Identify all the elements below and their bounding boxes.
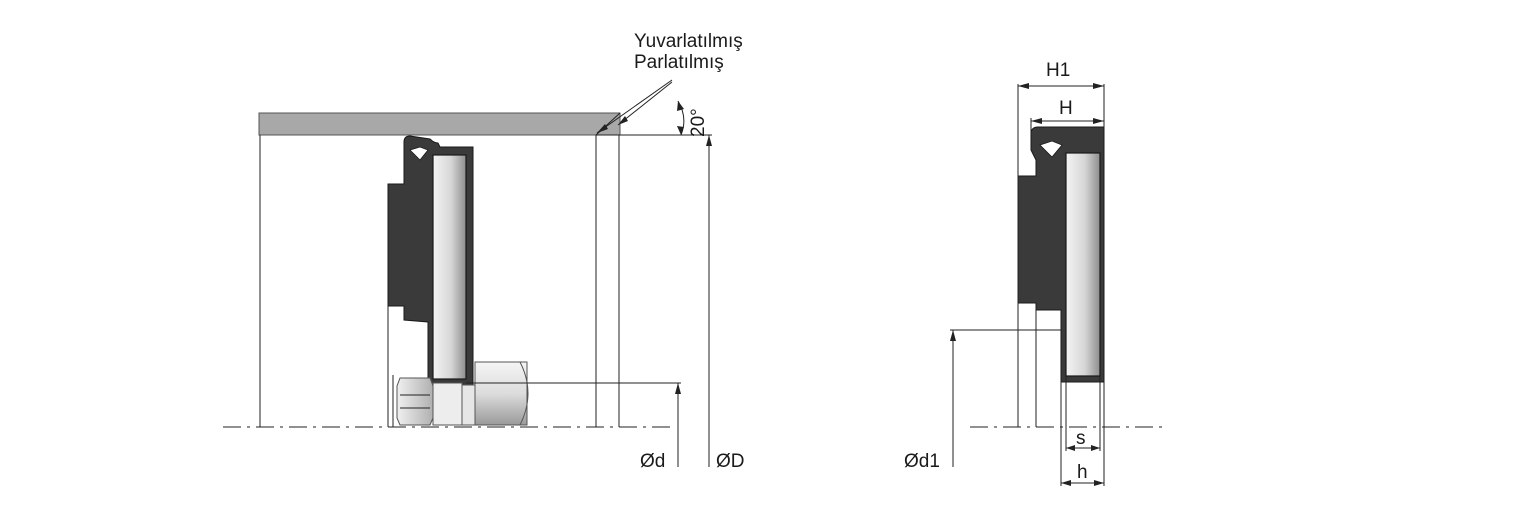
H-arrow-right [1093,118,1104,124]
seal-detail-view: H1 H Ød1 s h [904,60,1162,486]
dim-d-label: Ød [640,451,665,472]
seal-lip-notch [409,146,429,161]
leader-arrow-1 [597,124,608,133]
H1-arrow-right [1093,83,1104,89]
D-arrow [706,135,712,146]
d-arrow [675,383,681,394]
d1-arrow [950,330,956,341]
nut [396,377,434,426]
H-arrow-left [1031,118,1042,124]
dim-d1-label: Ød1 [904,451,940,472]
dim-D-label: ØD [716,451,745,472]
washer [432,382,463,426]
dim-s-label: s [1076,428,1086,449]
note-line-2: Parlatılmış [634,52,724,73]
h-arrow-left [1061,480,1071,486]
detail-lip-notch [1039,140,1063,158]
detail-metal-insert [1065,152,1101,377]
shaft-collar [461,384,476,426]
h-arrow-right [1094,480,1104,486]
shaft-cut-end [519,361,529,426]
angle-arrow-2 [677,101,684,111]
dim-h-label: h [1077,462,1088,483]
installation-view: Ød ØD 20° Yuvarlatılmış Parlatılmış [223,31,745,472]
leader-2 [617,81,673,126]
shaft [474,361,528,426]
s-arrow-left [1066,445,1075,451]
angle-label: 20° [688,108,709,137]
note-line-1: Yuvarlatılmış [634,31,743,52]
seal-metal-insert [432,154,467,380]
s-arrow-right [1091,445,1100,451]
dim-H1-label: H1 [1046,60,1070,81]
angle-arrow-1 [677,126,684,135]
dim-H-label: H [1059,98,1073,119]
housing-bar [258,112,621,136]
leader-1 [596,79,673,134]
H1-arrow-left [1018,83,1029,89]
leader-arrow-2 [618,116,628,125]
